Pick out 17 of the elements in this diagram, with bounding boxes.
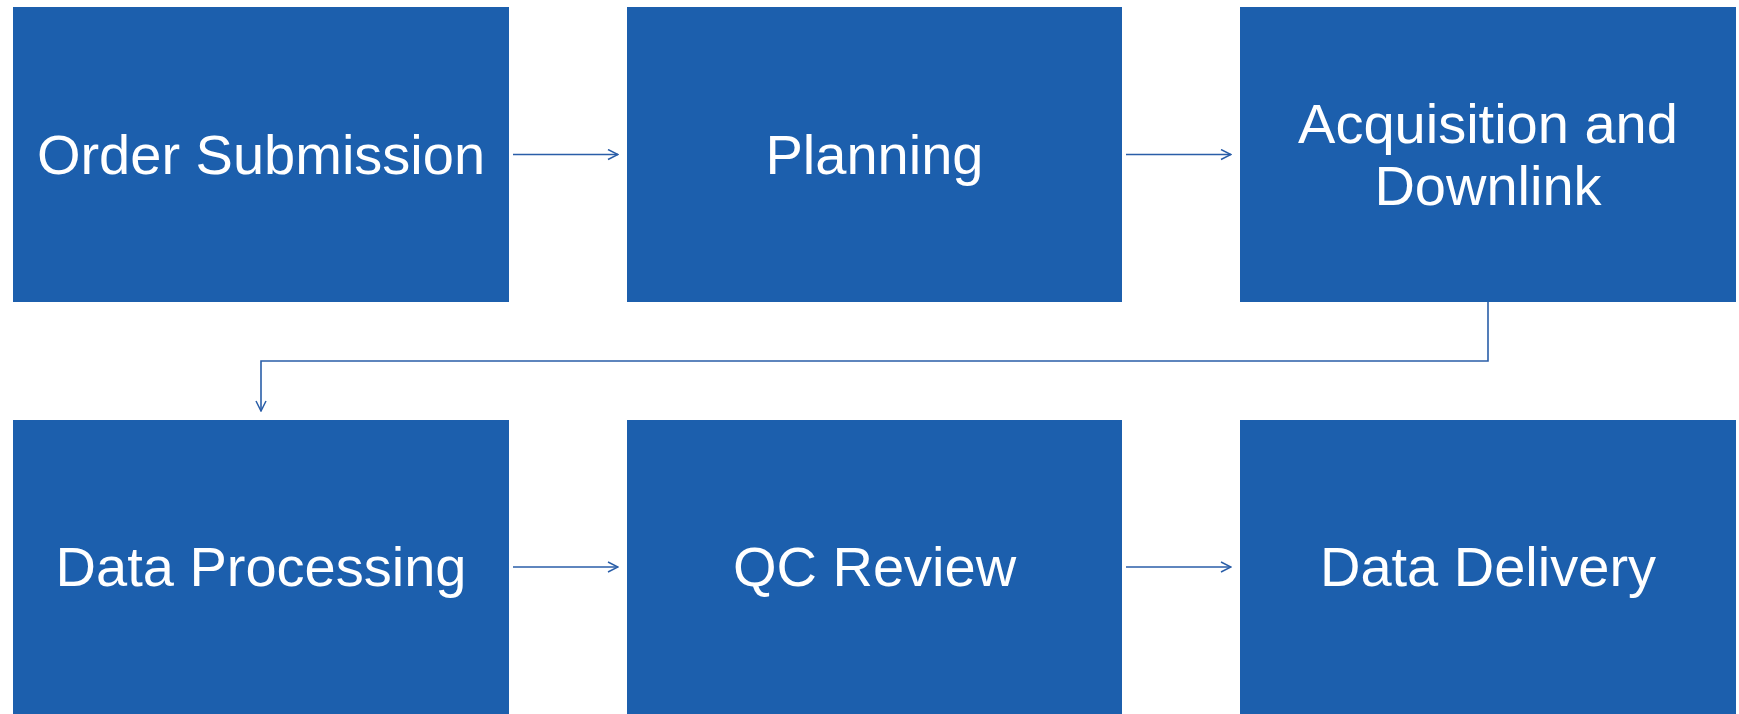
process-box bbox=[627, 420, 1122, 714]
process-box bbox=[13, 7, 509, 302]
arrow bbox=[255, 301, 1489, 412]
arrow bbox=[1125, 561, 1232, 573]
step-label: Order Submission bbox=[36, 123, 486, 186]
arrow bbox=[512, 148, 619, 161]
process-box bbox=[1240, 420, 1736, 714]
arrow bbox=[512, 561, 619, 573]
step-label: Data Delivery bbox=[1319, 536, 1657, 598]
process-box bbox=[1240, 7, 1736, 302]
process-box bbox=[627, 7, 1122, 302]
step-label: QC Review bbox=[732, 536, 1017, 598]
arrow bbox=[1125, 148, 1232, 161]
step-label: Data Processing bbox=[55, 536, 467, 598]
process-box bbox=[13, 420, 509, 714]
step-label: Acquisition and Downlink bbox=[1297, 92, 1679, 217]
step-label: Planning bbox=[765, 123, 984, 186]
